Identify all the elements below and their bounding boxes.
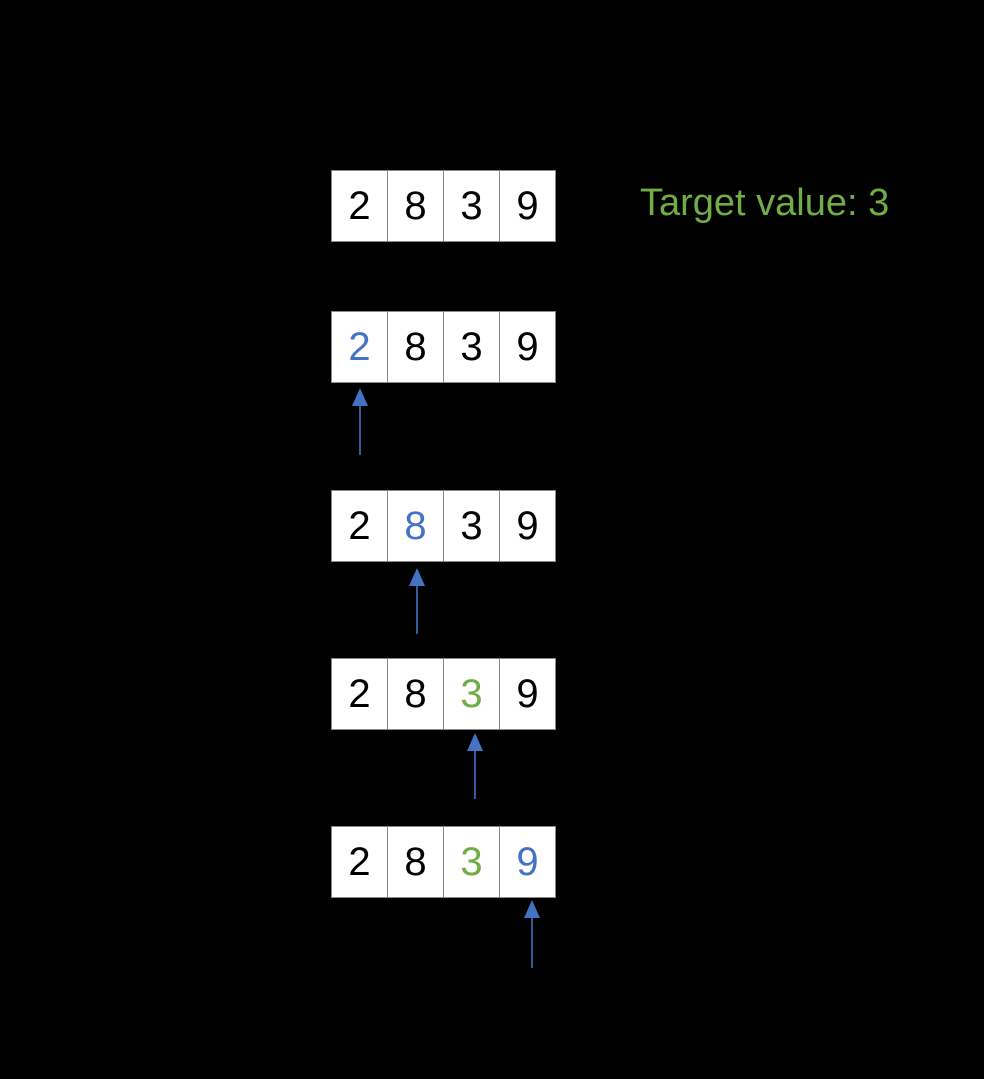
array-cell[interactable]: 8	[387, 170, 444, 242]
array-cell[interactable]: 3	[443, 311, 500, 383]
pointer-arrow-up-icon	[464, 733, 486, 799]
array-cell[interactable]: 8	[387, 311, 444, 383]
array-cell[interactable]: 3	[443, 170, 500, 242]
array-cell[interactable]: 3	[443, 490, 500, 562]
array-cell[interactable]: 2	[331, 658, 388, 730]
array-cell[interactable]: 9	[499, 490, 556, 562]
array-cell[interactable]: 2	[331, 170, 388, 242]
array-cell[interactable]: 3	[443, 826, 500, 898]
array-cell[interactable]: 2	[331, 311, 388, 383]
target-value-label: Target value: 3	[640, 182, 890, 224]
array-cell[interactable]: 9	[499, 658, 556, 730]
array-cell[interactable]: 3	[443, 658, 500, 730]
array-cell[interactable]: 9	[499, 170, 556, 242]
array-cell[interactable]: 8	[387, 490, 444, 562]
array-cell[interactable]: 2	[331, 826, 388, 898]
array-cell[interactable]: 8	[387, 826, 444, 898]
array-cell[interactable]: 8	[387, 658, 444, 730]
pointer-arrow-up-icon	[521, 900, 543, 968]
array-cell[interactable]: 2	[331, 490, 388, 562]
array-cell[interactable]: 9	[499, 311, 556, 383]
array-cell[interactable]: 9	[499, 826, 556, 898]
pointer-arrow-up-icon	[406, 568, 428, 634]
pointer-arrow-up-icon	[349, 388, 371, 455]
